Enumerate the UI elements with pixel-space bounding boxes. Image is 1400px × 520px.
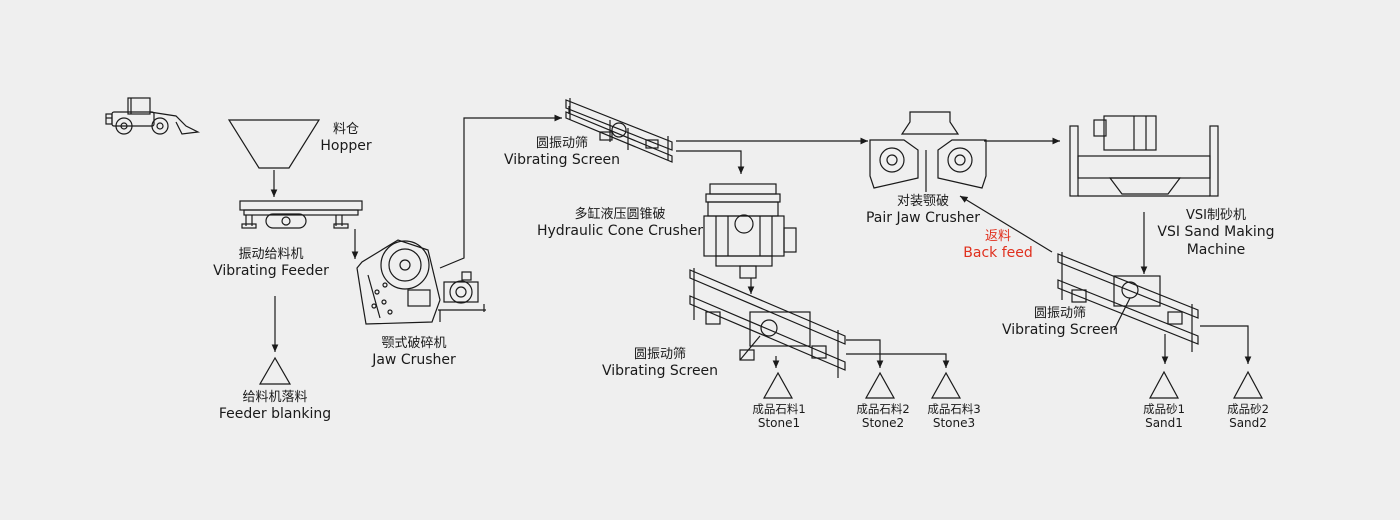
back-feed-label-en: Back feed (963, 245, 1033, 262)
vibrating-screen-icon (565, 98, 673, 163)
sand2-label-en: Sand2 (1229, 416, 1267, 431)
cone-crusher-label-zh: 多缸液压圆锥破 (574, 207, 666, 222)
cone-crusher-icon (703, 183, 797, 279)
stone3-label-en: Stone3 (932, 416, 976, 431)
hopper-icon (227, 119, 321, 169)
vsi-label: VSI制砂机 VSI Sand Making Machine (1157, 208, 1274, 259)
pair-jaw-label-zh: 对装颚破 (896, 194, 950, 209)
screen-mid-label-en: Vibrating Screen (601, 363, 719, 380)
vibrating-feeder-icon (239, 200, 363, 229)
screen-top-label: 圆振动筛 Vibrating Screen (504, 136, 620, 170)
vibrating-feeder-label-zh: 振动给料机 (238, 247, 304, 262)
loader-icon (105, 97, 201, 135)
jaw-crusher-icon (356, 239, 486, 325)
stockpile-icon (864, 371, 896, 399)
cone-crusher-label: 多缸液压圆锥破 Hydraulic Cone Crusher (537, 207, 703, 241)
stockpile-icon (930, 371, 962, 399)
vibrating-screen-icon (1057, 252, 1199, 352)
stone1-label-zh: 成品石料1 (752, 402, 806, 416)
stone2-label-zh: 成品石料2 (856, 402, 910, 416)
pair-jaw-crusher-icon (869, 111, 987, 192)
screen-right-label-zh: 圆振动筛 (1033, 306, 1087, 321)
stockpile-icon (762, 371, 794, 399)
stockpile-icon (258, 356, 292, 385)
pair-jaw-label-en: Pair Jaw Crusher (865, 210, 981, 227)
stone2-label-en: Stone2 (861, 416, 905, 431)
stone3-label: 成品石料3 Stone3 (927, 402, 980, 431)
stone2-label: 成品石料2 Stone2 (856, 402, 909, 431)
stockpile-icon (1148, 370, 1180, 399)
pair-jaw-label: 对装颚破 Pair Jaw Crusher (866, 194, 980, 228)
screen-right-label-en: Vibrating Screen (1001, 322, 1119, 339)
sand1-label: 成品砂1 Sand1 (1143, 402, 1185, 431)
hopper-label: 料仓 Hopper (320, 122, 371, 156)
feeder-blanking-label-en: Feeder blanking (218, 406, 332, 423)
sand1-label-zh: 成品砂1 (1143, 402, 1185, 416)
hopper-label-zh: 料仓 (332, 122, 359, 137)
screen-top-label-zh: 圆振动筛 (535, 136, 589, 151)
jaw-crusher-label: 颚式破碎机 Jaw Crusher (372, 336, 456, 370)
back-feed-label: 返料 Back feed (963, 229, 1032, 263)
vsi-label-en-2: Machine (1186, 241, 1246, 258)
jaw-crusher-label-en: Jaw Crusher (372, 352, 456, 369)
jaw-crusher-label-zh: 颚式破碎机 (381, 336, 447, 351)
vsi-label-zh: VSI制砂机 (1186, 208, 1246, 223)
vibrating-feeder-label: 振动给料机 Vibrating Feeder (213, 247, 329, 281)
feeder-blanking-label-zh: 给料机落料 (242, 390, 308, 405)
vsi-label-en-1: VSI Sand Making (1157, 224, 1275, 241)
stone1-label-en: Stone1 (757, 416, 801, 431)
sand2-label-zh: 成品砂2 (1227, 402, 1269, 416)
back-feed-label-zh: 返料 (984, 229, 1012, 244)
stone3-label-zh: 成品石料3 (927, 402, 981, 416)
cone-crusher-label-en: Hydraulic Cone Crusher (536, 223, 704, 240)
sand1-label-en: Sand1 (1145, 416, 1183, 431)
hopper-label-en: Hopper (320, 138, 372, 155)
vibrating-screen-icon (689, 268, 846, 378)
stone1-label: 成品石料1 Stone1 (752, 402, 805, 431)
screen-right-label: 圆振动筛 Vibrating Screen (1002, 306, 1118, 340)
screen-mid-label: 圆振动筛 Vibrating Screen (602, 347, 718, 381)
feeder-blanking-label: 给料机落料 Feeder blanking (219, 390, 331, 424)
sand2-label: 成品砂2 Sand2 (1227, 402, 1269, 431)
screen-mid-label-zh: 圆振动筛 (633, 347, 687, 362)
vibrating-feeder-label-en: Vibrating Feeder (213, 263, 329, 280)
stockpile-icon (1232, 370, 1264, 399)
vsi-sand-maker-icon (1069, 115, 1219, 197)
screen-top-label-en: Vibrating Screen (503, 152, 621, 169)
